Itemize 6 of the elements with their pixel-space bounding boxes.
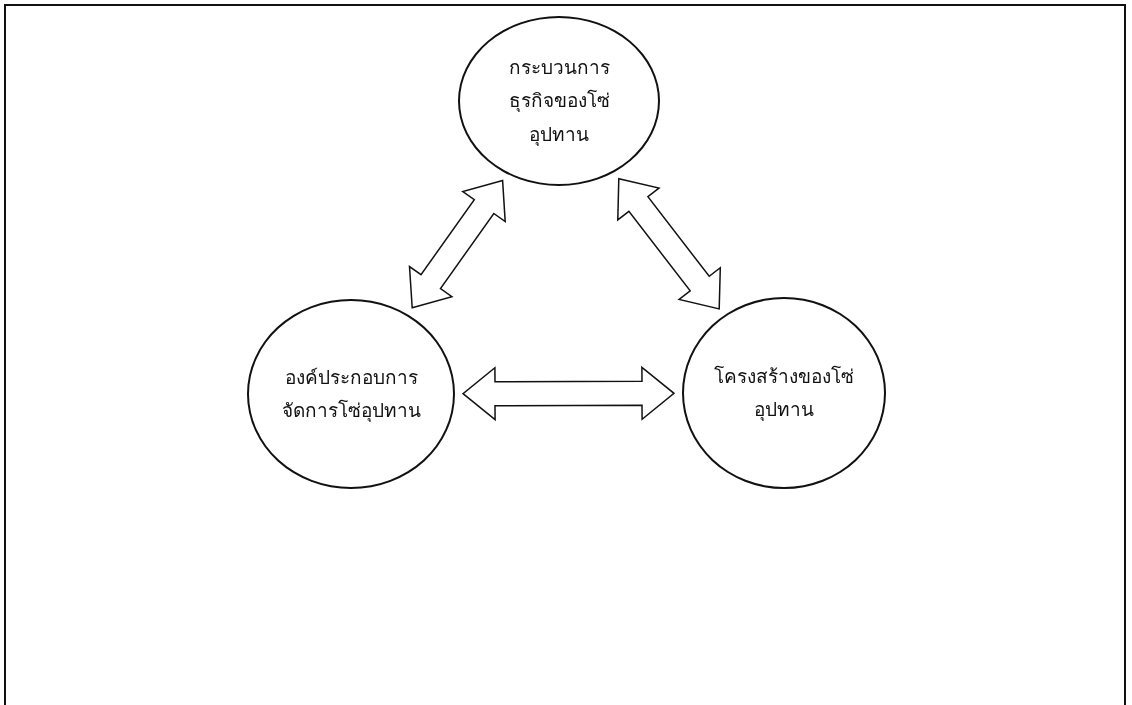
double-arrow [461,365,676,422]
circle-label: องค์ประกอบการจัดการโซ่อุปทาน [280,364,422,424]
double-arrow [408,179,507,309]
circle-label: กระบวนการธุรกิจของโซ่อุปทาน [507,55,611,148]
circle-label: โครงสร้างของโซ่อุปทาน [713,363,855,423]
double-arrow [617,177,722,310]
